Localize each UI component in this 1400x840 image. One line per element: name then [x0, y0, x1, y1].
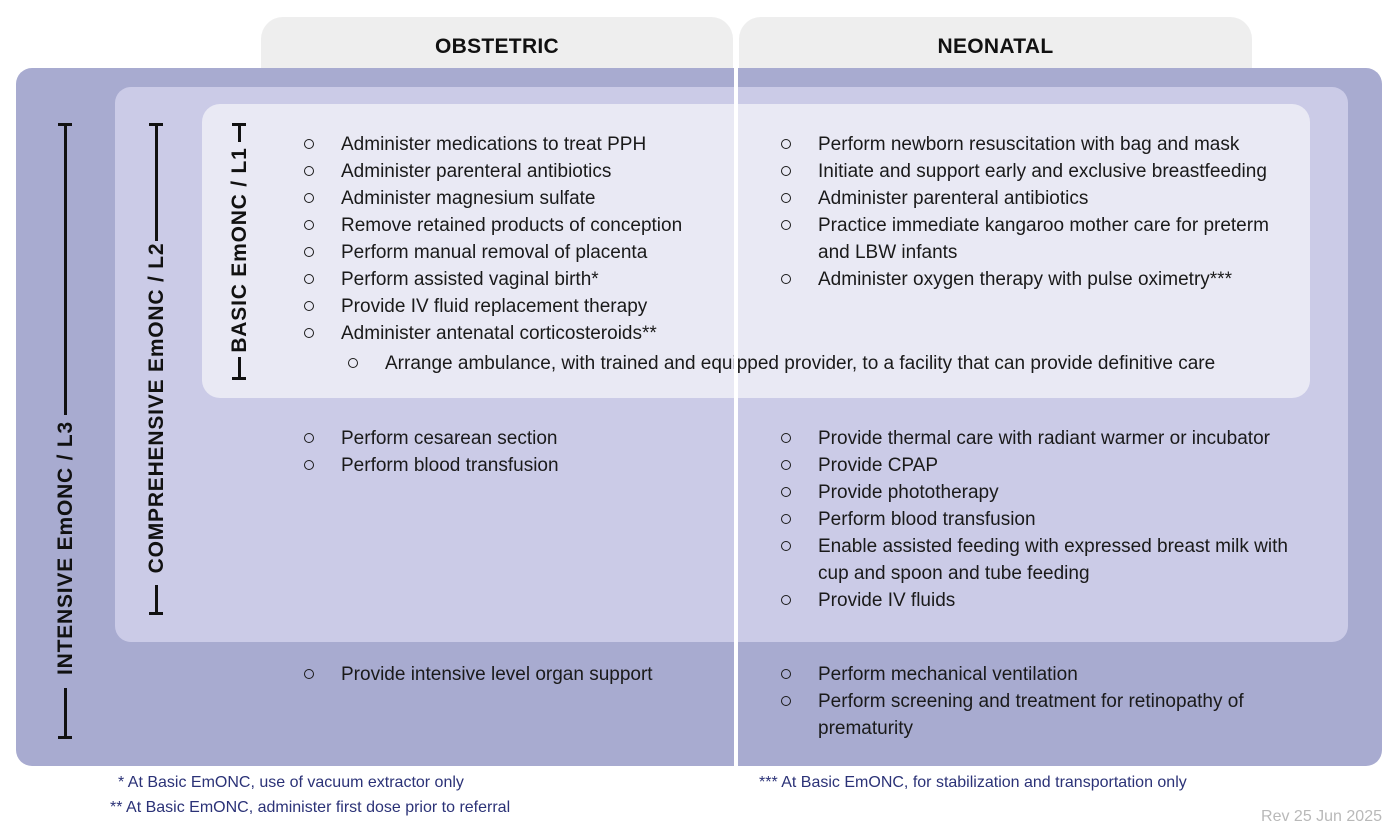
list-item: Remove retained products of conception [304, 212, 724, 239]
l2-bracket-cap-top [149, 123, 163, 126]
list-item: Administer magnesium sulfate [304, 185, 724, 212]
l1-bracket-line-bottom [238, 357, 241, 378]
list-item: Enable assisted feeding with expressed b… [781, 533, 1291, 587]
l1-bracket-cap-top [232, 123, 246, 126]
list-item: Provide intensive level organ support [304, 661, 724, 688]
l2-bracket-line-bottom [155, 585, 158, 613]
l2-label: COMPREHENSIVE EmONC / L2 [145, 242, 168, 574]
l1-shared-list: Arrange ambulance, with trained and equi… [348, 350, 1288, 377]
l3-label: INTENSIVE EmONC / L3 [54, 420, 77, 676]
list-item: Arrange ambulance, with trained and equi… [348, 350, 1288, 377]
l3-obstetric-list: Provide intensive level organ support [304, 661, 724, 688]
basic-level-box [202, 104, 1310, 398]
l3-bracket-line-bottom [64, 688, 67, 737]
footnote-3: *** At Basic EmONC, for stabilization an… [759, 774, 1187, 791]
l2-bracket-line-top [155, 124, 158, 241]
list-item: Provide IV fluid replacement therapy [304, 293, 724, 320]
l1-label: BASIC EmONC / L1 [228, 147, 251, 353]
list-item: Provide thermal care with radiant warmer… [781, 425, 1291, 452]
list-item: Administer parenteral antibiotics [304, 158, 724, 185]
list-item: Provide phototherapy [781, 479, 1291, 506]
l2-bracket-cap-bottom [149, 612, 163, 615]
l1-bracket-line-top [238, 124, 241, 142]
l2-obstetric-list: Perform cesarean section Perform blood t… [304, 425, 724, 479]
list-item: Perform manual removal of placenta [304, 239, 724, 266]
l1-neonatal-list: Perform newborn resuscitation with bag a… [781, 131, 1291, 293]
list-item: Initiate and support early and exclusive… [781, 158, 1291, 185]
list-item: Administer oxygen therapy with pulse oxi… [781, 266, 1291, 293]
list-item: Provide IV fluids [781, 587, 1291, 614]
revision-date: Rev 25 Jun 2025 [1261, 808, 1382, 825]
l1-obstetric-list: Administer medications to treat PPH Admi… [304, 131, 724, 347]
column-divider [734, 68, 738, 766]
footnote-1: * At Basic EmONC, use of vacuum extracto… [118, 774, 464, 791]
list-item: Perform screening and treatment for reti… [781, 688, 1251, 742]
footnote-2: ** At Basic EmONC, administer first dose… [110, 799, 511, 816]
list-item: Administer parenteral antibiotics [781, 185, 1291, 212]
l3-bracket-cap-bottom [58, 736, 72, 739]
list-item: Perform cesarean section [304, 425, 724, 452]
list-item: Perform assisted vaginal birth* [304, 266, 724, 293]
l3-neonatal-list: Perform mechanical ventilation Perform s… [781, 661, 1251, 742]
list-item: Provide CPAP [781, 452, 1291, 479]
l3-bracket-line-top [64, 124, 67, 415]
list-item: Perform mechanical ventilation [781, 661, 1251, 688]
l2-neonatal-list: Provide thermal care with radiant warmer… [781, 425, 1291, 614]
list-item: Perform blood transfusion [781, 506, 1291, 533]
list-item: Perform newborn resuscitation with bag a… [781, 131, 1291, 158]
list-item: Administer medications to treat PPH [304, 131, 724, 158]
list-item: Perform blood transfusion [304, 452, 724, 479]
l1-bracket-cap-bottom [232, 377, 246, 380]
list-item: Practice immediate kangaroo mother care … [781, 212, 1291, 266]
list-item: Administer antenatal corticosteroids** [304, 320, 724, 347]
l3-bracket-cap-top [58, 123, 72, 126]
